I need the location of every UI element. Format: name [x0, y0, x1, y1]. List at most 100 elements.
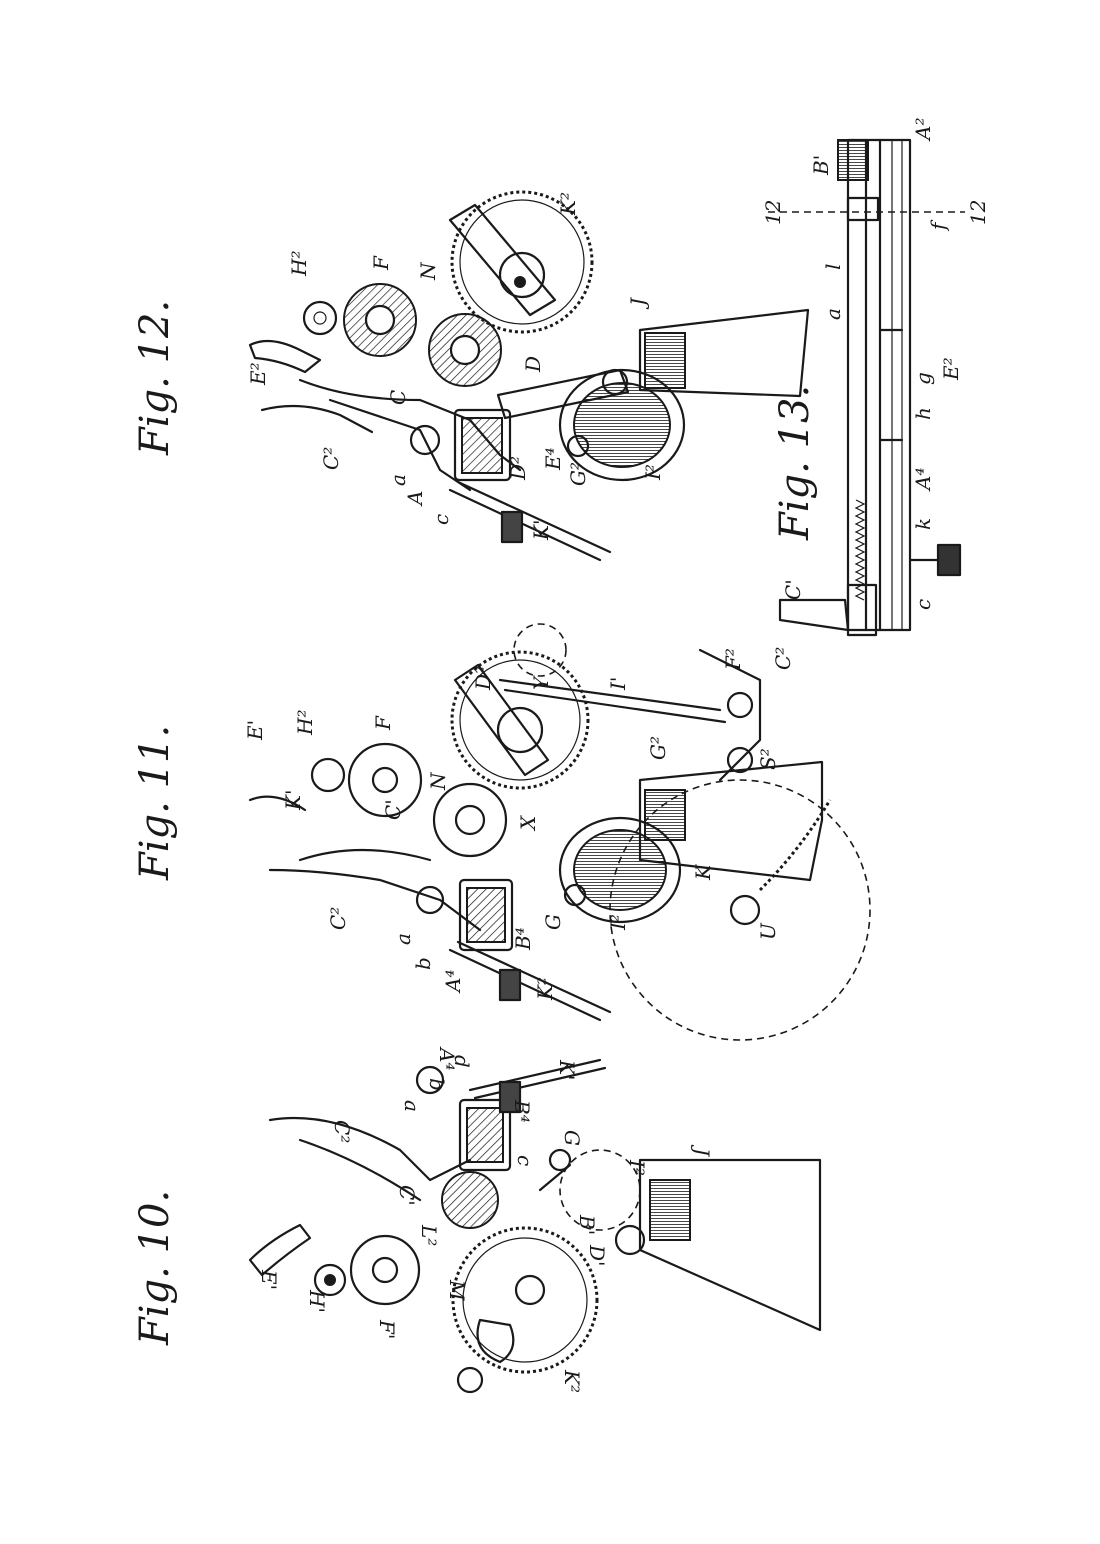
- fig11-label-e1: E': [243, 720, 267, 741]
- fig12-feed-blade: [448, 480, 612, 562]
- figure-12: Fig. 12.: [132, 190, 810, 562]
- fig11-feed-blade: [448, 940, 612, 1022]
- fig13-label-e2: E²: [939, 357, 963, 381]
- fig10-feed-blade: [468, 1058, 607, 1100]
- fig10-label-c2: C²: [330, 1120, 354, 1143]
- fig11-roller-n-core: [454, 804, 486, 836]
- fig11-label-k2: K²: [533, 977, 557, 1001]
- fig12-arm-pivot: [601, 368, 629, 396]
- fig13-label-a4: A⁴: [911, 468, 935, 492]
- fig12-clamp: [453, 408, 512, 482]
- fig10-label-a: a: [400, 1100, 424, 1112]
- fig12-roller-f-core: [364, 304, 396, 336]
- fig10-label-g: G: [560, 1130, 584, 1146]
- fig10-roller-h-core: [324, 1274, 336, 1286]
- fig12-label-f: F: [369, 255, 393, 271]
- fig11-caption: Fig. 11.: [132, 725, 178, 881]
- fig10-label-d: d: [450, 1055, 474, 1068]
- fig12-label-e4: E⁴: [541, 447, 565, 471]
- fig13-label-c2: C²: [771, 647, 795, 670]
- fig12-label-k2: K²: [556, 192, 580, 216]
- fig10-standard: [638, 1158, 822, 1332]
- fig11-label-a4: A⁴: [441, 970, 465, 994]
- fig10-caption: Fig. 10.: [132, 1190, 178, 1346]
- fig11-label-g: G: [541, 914, 565, 930]
- fig11-label-c1: C': [381, 799, 405, 820]
- fig12-label-k1: K': [529, 520, 553, 541]
- fig13-end-clamp: [778, 598, 850, 632]
- fig13-label-a: a: [821, 308, 845, 320]
- fig13-spring: [854, 499, 866, 601]
- fig13-label-h1: h: [911, 407, 935, 420]
- fig11-crank: [453, 663, 550, 777]
- fig10-label-k2: K²: [560, 1369, 584, 1393]
- fig10-feed-block: [498, 1080, 522, 1114]
- fig13-label-c: c: [911, 599, 935, 610]
- fig12-label-c2: C²: [319, 447, 343, 470]
- fig13-label-l: l: [821, 264, 845, 270]
- figure-13: Fig. 13. C' C² c k A⁴ h g a l B' f A²: [761, 118, 990, 670]
- fig10-label-f1: F': [375, 1319, 399, 1339]
- fig11-lever: [248, 795, 307, 812]
- fig11-drum: [558, 816, 682, 924]
- fig11-toothed-segment: [758, 799, 832, 892]
- figure-11: Fig. 11.: [132, 623, 871, 1041]
- fig10-label-c: c: [513, 1155, 537, 1166]
- fig12-label-c: C: [386, 390, 410, 405]
- fig11-knob-g: [563, 883, 587, 907]
- fig11-label-c2: C²: [326, 907, 350, 930]
- fig11-clamp-inner: [466, 887, 506, 943]
- fig10-clamp: [458, 1098, 512, 1172]
- fig10-knob-g: [548, 1148, 572, 1172]
- fig11-label-y: Y: [529, 675, 553, 690]
- fig12-label-j: J: [626, 297, 650, 310]
- fig12-standard-shade: [644, 332, 686, 389]
- fig11-label-i2: I²: [606, 914, 630, 931]
- fig13-label-k: k: [911, 518, 935, 530]
- fig12-label-g2: G²: [566, 462, 590, 486]
- fig10-label-b4: B⁴: [510, 1099, 534, 1123]
- fig11-clamp: [458, 878, 514, 952]
- fig10-dashed-circle: [559, 1149, 641, 1231]
- fig11-roller-f-core: [371, 766, 399, 794]
- fig10-label-b1: B': [575, 1214, 599, 1235]
- fig10-roller-f: [349, 1234, 421, 1306]
- fig13-label-b1: B': [809, 155, 833, 176]
- fig10-clamp-inner: [466, 1107, 504, 1163]
- fig11-label-f2: F²: [721, 648, 745, 671]
- fig11-label-a: a: [391, 933, 415, 945]
- fig11-link-pivot-2: [726, 746, 754, 774]
- fig12-label-n: N: [416, 261, 440, 281]
- fig11-label-b: b: [411, 957, 435, 970]
- fig10-dial-wheel: [451, 1226, 599, 1374]
- fig11-frame: [268, 848, 482, 932]
- fig10-knob-b2: [456, 1366, 484, 1394]
- fig13-end-block: [846, 583, 878, 637]
- fig10-label-a4: A⁴: [435, 1046, 459, 1070]
- fig10-label-j: J: [690, 1144, 714, 1157]
- fig11-label-f: F: [371, 715, 395, 731]
- fig11-feed-block: [498, 968, 522, 1002]
- fig11-label-x: X: [516, 815, 540, 832]
- fig12-gear-wheel: [450, 190, 594, 334]
- fig11-rod-g2: [498, 678, 722, 712]
- fig12-frame: [298, 378, 522, 492]
- fig12-label-h2: H²: [287, 251, 311, 277]
- fig12-knob-g2: [566, 434, 590, 458]
- fig10-label-i2: I²: [625, 1159, 649, 1176]
- fig12-roller-h2-core: [313, 311, 327, 325]
- fig12-drum-band: [573, 382, 671, 468]
- fig10-label-c1: C': [395, 1185, 419, 1206]
- fig10-label-b: b: [425, 1078, 449, 1091]
- figure-10: Fig. 10. E' H' F' C' C²: [132, 1046, 822, 1394]
- fig11-roller-f: [347, 742, 423, 818]
- fig12-gear-hub: [498, 251, 546, 299]
- fig12-caption: Fig. 12.: [132, 300, 178, 456]
- fig12-label-aa: A: [403, 491, 427, 507]
- fig13-label-c1: C': [781, 579, 805, 600]
- fig12-label-cc: c: [429, 514, 453, 525]
- fig12-label-e2: E²: [246, 362, 270, 386]
- fig13-pin-block: [846, 196, 880, 222]
- fig11-gear-inner: [459, 659, 581, 781]
- fig11-standard: [638, 760, 824, 882]
